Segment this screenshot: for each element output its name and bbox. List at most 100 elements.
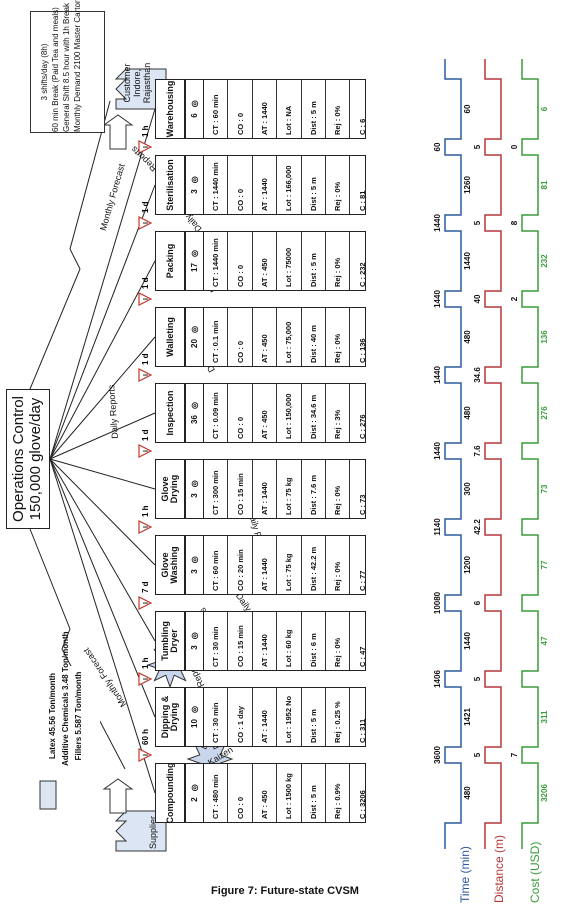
operator-count-value: 20 [190,339,199,348]
time-timeline-line [444,59,462,849]
data-row-rej: Rej : 0% [325,80,351,138]
distance-wait-value: 34.6 [473,367,482,383]
distance-wait-value: 5 [473,752,482,758]
operator-icon: ◎ [190,632,199,640]
inventory-time: 1 h [141,505,150,517]
data-row-ct: CT : 0.1 min [204,308,229,366]
data-row-lot: Lot : 60 kg [277,612,302,670]
operator-count: 2◎ [186,764,204,822]
operator-count: 17◎ [186,232,204,290]
inventory-triangle-icon [138,292,153,306]
inventory-time: 7 d [141,581,150,593]
note-break: 60 min Break (Paid Tea and meals) [51,7,60,132]
time-wait-value: 1406 [433,670,442,688]
process-name: Walleting [156,308,185,366]
process-box: Walleting [155,307,185,367]
time-wait-value: 1140 [433,518,442,536]
time-wait-value: 1440 [433,366,442,384]
inventory-mark: I [143,450,150,452]
inventory-triangle-icon [138,748,153,762]
data-row-lot: Lot : 75,000 [277,308,302,366]
data-row-ct: CT : 480 min [204,764,229,822]
data-row-at: AT : 1440 [252,612,278,670]
data-row-at: AT : 450 [252,384,278,442]
inventory-mark: I [143,374,150,376]
data-row-dist: Dist : 6 m [301,612,326,670]
cost-wait-value: 7 [510,752,519,758]
cost-process-value: 47 [540,636,549,646]
inventory-triangle-icon [138,672,153,686]
process-box: Sterilisation [155,155,185,215]
process-name: Tumbling Dryer [156,612,185,670]
operator-count: 6◎ [186,80,204,138]
inventory-mark: I [143,602,150,604]
data-row-rej: Rej : 0.9% [325,764,351,822]
data-row-c: C : 3206 [357,790,367,819]
cost-process-value: 232 [540,254,549,268]
data-row-co: CO : 15 min [228,460,253,518]
note-shifts: 3 shifts/day (8h) [40,43,49,101]
distance-wait-value: 6 [473,600,482,606]
inventory-triangle-icon [138,140,153,154]
operator-icon: ◎ [190,100,199,108]
process-name: Glove Washing [156,536,185,594]
data-row-rej: Rej : 0% [325,612,351,670]
time-process-value: 480 [463,786,472,800]
cost-process-value: 81 [540,180,549,190]
control-subtitle: 150,000 glove/day [27,397,44,521]
inventory-time: 1 h [141,657,150,669]
cost-process-value: 136 [540,330,549,344]
data-row-dist: Dist : 40 m [301,308,326,366]
data-row-co: CO : 0 [228,384,253,442]
data-row-dist: Dist : 5 m [301,764,326,822]
process-box: Glove Drying [155,459,185,519]
cost-process-value: 311 [540,710,549,724]
operator-count-value: 2 [190,797,199,802]
operator-icon: ◎ [190,250,199,258]
process-box: Packing [155,231,185,291]
daily-report-arrow [49,184,156,460]
daily-report-arrow [49,458,156,490]
data-row-c: C : 47 [357,646,367,667]
time-wait-value: 3600 [433,746,442,764]
monthly-forecast-arrow-right [29,100,111,390]
inventory-time: 60 h [141,729,150,745]
distance-wait-value: 5 [473,676,482,682]
process-name: Sterilisation [156,156,185,214]
data-row-dist: Dist : 7.6 m [301,460,326,518]
supplier-materials-box: Latex 45.56 Ton/month Additive Chemicals… [42,631,100,766]
operator-icon: ◎ [190,480,199,488]
data-row-co: CO : 0 [228,80,253,138]
data-row-at: AT : 1440 [252,536,278,594]
process-name: Inspection [156,384,185,442]
inventory-triangle-icon [138,216,153,230]
data-row-co: CO : 15 min [228,612,253,670]
inventory-mark: I [143,146,150,148]
process-name: Warehousing [156,80,185,138]
process-box: Dipping & Drying [155,687,185,747]
process-box: Glove Washing [155,535,185,595]
data-row-co: CO : 0 [228,156,253,214]
time-process-value: 1440 [463,252,472,270]
data-row-lot: Lot : NA [277,80,302,138]
data-row-dist: Dist : 5 m [301,688,326,746]
cost-process-value: 6 [540,106,549,112]
data-row-at: AT : 1440 [252,156,278,214]
daily-report-arrow [49,458,156,718]
data-row-lot: Lot : 150,000 [277,384,302,442]
cost-wait-value: 2 [510,296,519,302]
data-row-c: C : 232 [357,262,367,287]
operator-count: 36◎ [186,384,204,442]
data-row-co: CO : 20 min [228,536,253,594]
distance-wait-value: 7.6 [473,445,482,457]
cost-process-value: 276 [540,406,549,420]
data-row-lot: Lot : 75 kg [277,460,302,518]
operator-icon: ◎ [190,706,199,714]
customer-notes-box: 3 shifts/day (8h) 60 min Break (Paid Tea… [30,0,105,133]
data-row-at: AT : 1440 [252,688,278,746]
